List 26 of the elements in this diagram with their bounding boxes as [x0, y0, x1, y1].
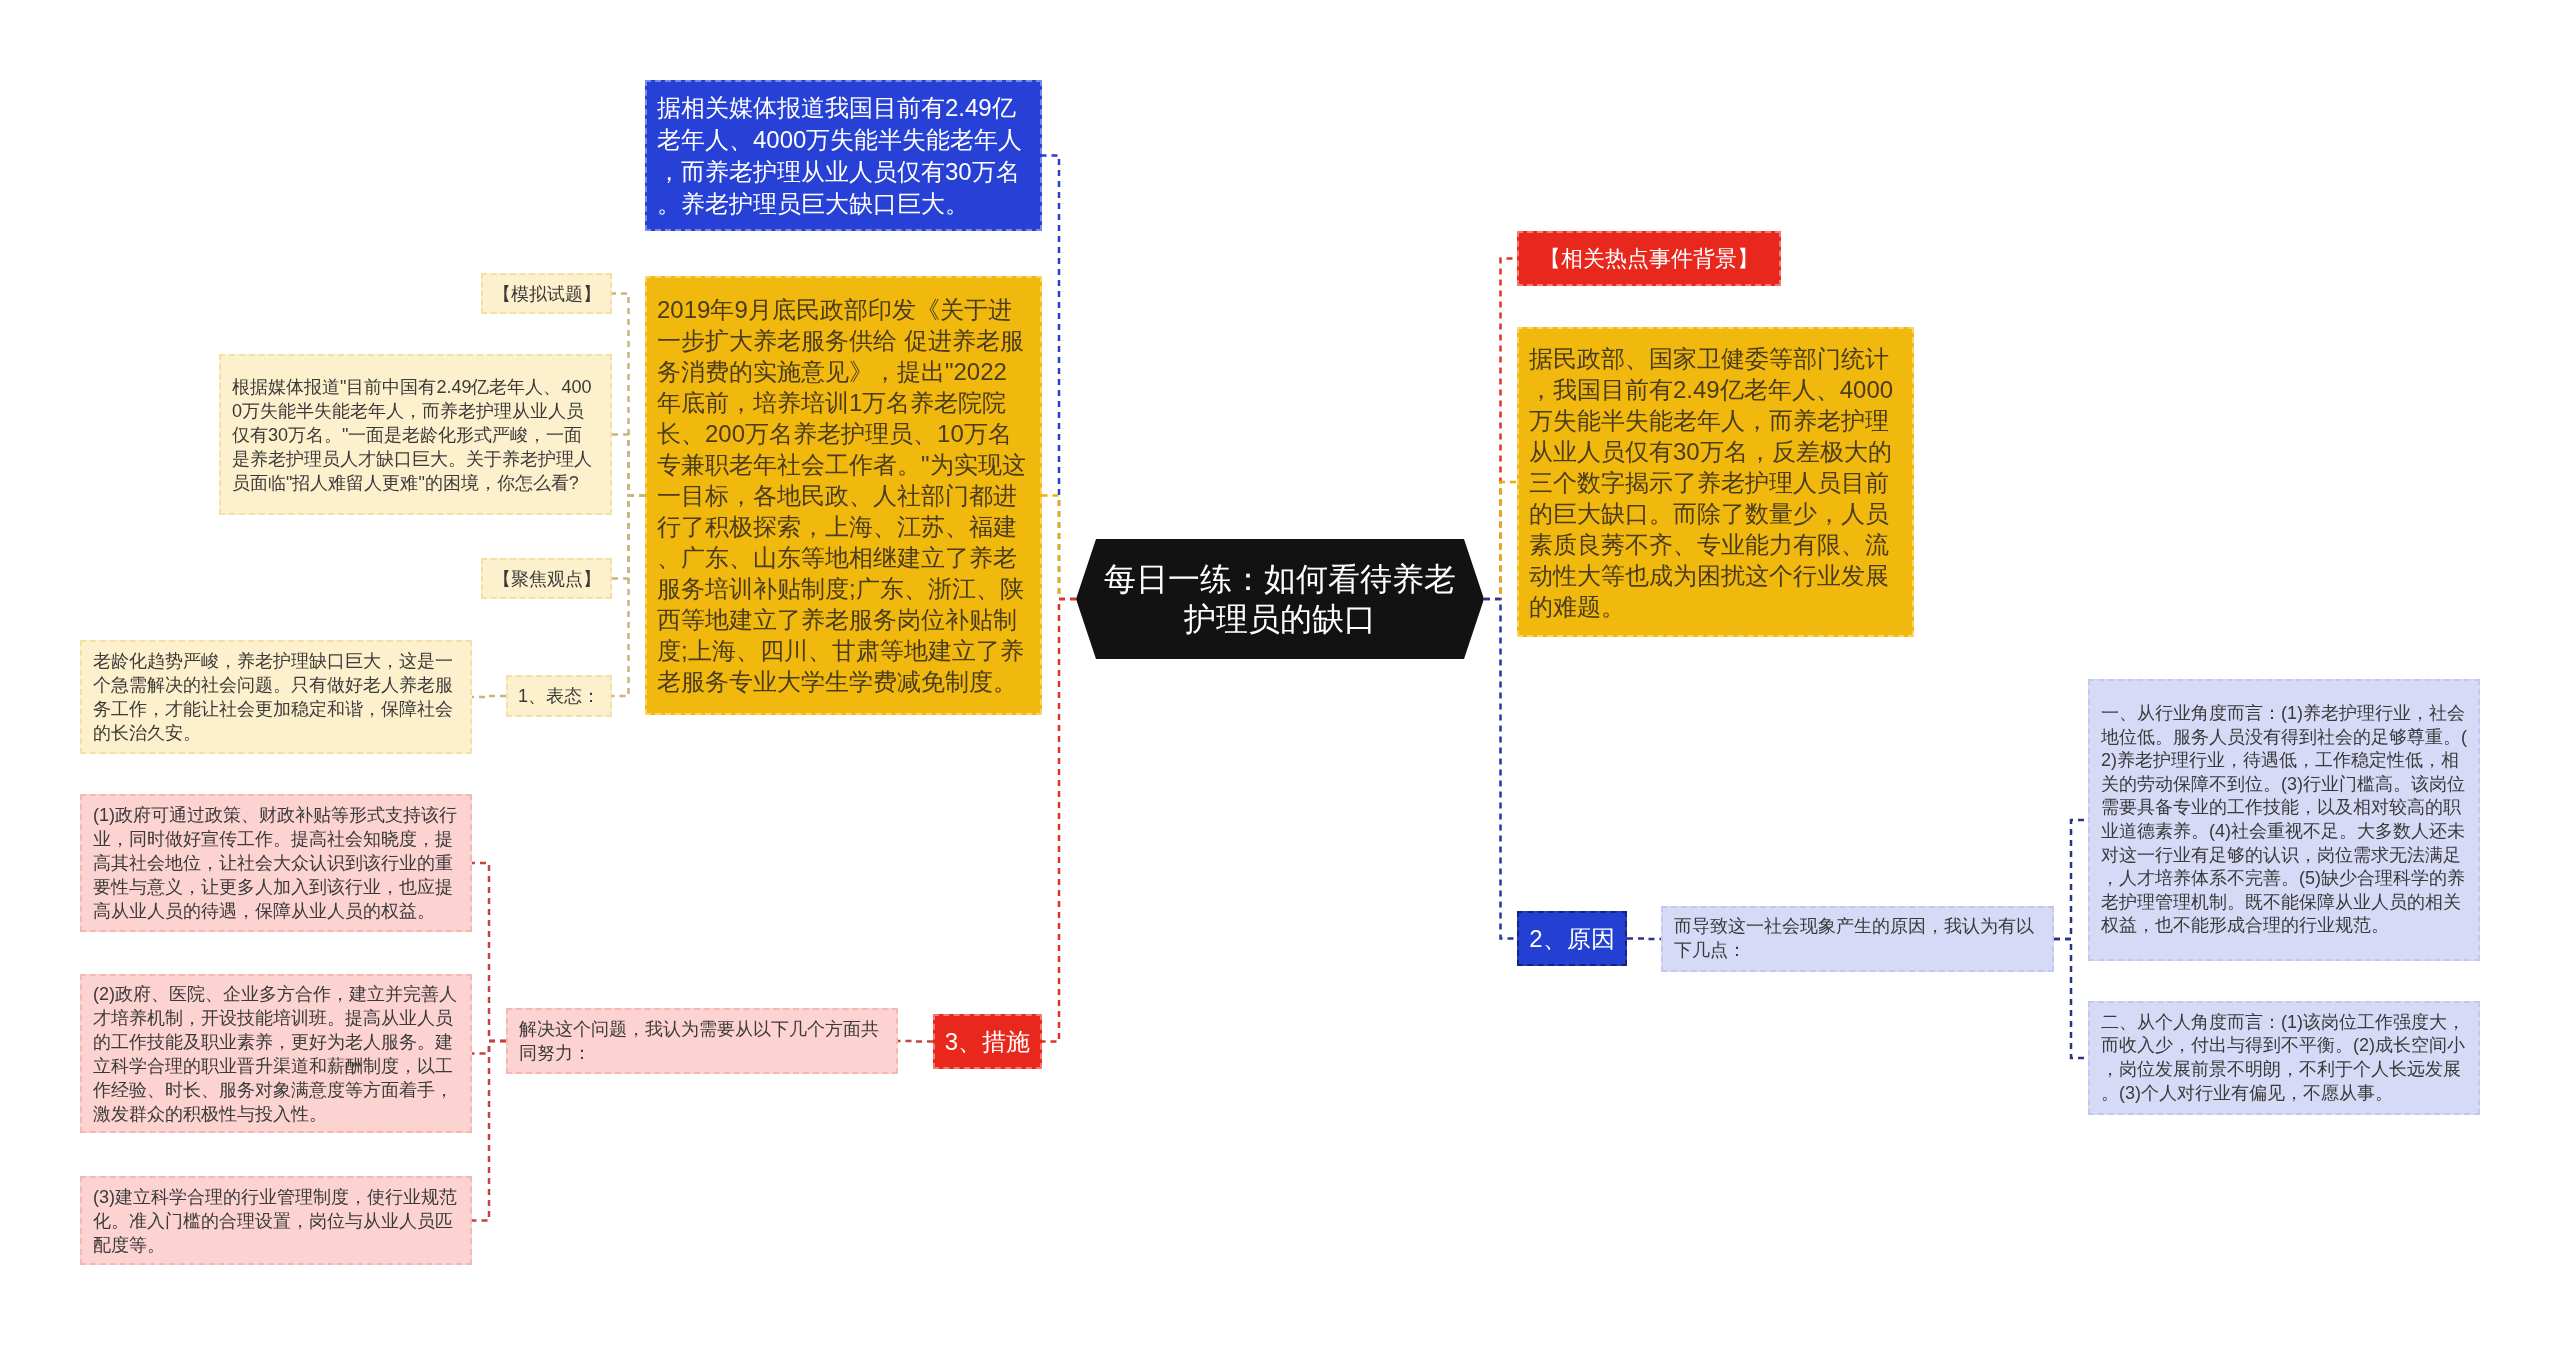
connector: [612, 494, 645, 698]
connector: [1484, 597, 1517, 940]
note-box: (2)政府、医院、企业多方合作，建立并完善人才培养机制，开设技能培训班。提高从业人员的工作技能及职业素养，更好为老人服务。建立科学合理的职业晋升渠道和薪酬制度，以工作经验、时长、服务对象满意度等方面着手，激发群众的积极性与投入性。: [80, 974, 472, 1133]
note-box: (3)建立科学合理的行业管理制度，使行业规范化。准入门槛的合理设置，岗位与从业人员匹配度等。: [80, 1176, 472, 1265]
branch-box: 3、措施: [933, 1014, 1042, 1069]
connector: [472, 694, 506, 699]
note-box: 1、表态：: [506, 675, 612, 717]
connector: [472, 1039, 506, 1222]
central-topic: 每日一练：如何看待养老护理员的缺口: [1076, 539, 1484, 659]
note-box: 一、从行业角度而言：(1)养老护理行业，社会地位低。服务人员没有得到社会的足够尊重。(2)养老护理行业，待遇低，工作稳定性低，相关的劳动保障不到位。(3)行业门槛高。该岗位需要具备专业的工作技能，以及相对较高的职业道德素养。(4)社会重视不足。大多数人还未对这一行业有足够的认识，岗位需求无法满足，人才培养体系不完善。(5)缺少合理科学的养老护理管理机制。既不能保障从业人员的相关权益，也不能形成合理的行业规范。: [2088, 679, 2480, 961]
note-box: 【聚焦观点】: [481, 558, 612, 599]
connector: [1627, 937, 1661, 941]
branch-box: 2、原因: [1517, 911, 1627, 966]
note-box: 二、从个人角度而言：(1)该岗位工作强度大，而收入少，付出与得到不平衡。(2)成长空间小，岗位发展前景不明朗，不利于个人长远发展。(3)个人对行业有偏见，不愿从事。: [2088, 1001, 2480, 1115]
branch-box: 据相关媒体报道我国目前有2.49亿老年人、4000万失能半失能老年人，而养老护理从业人员仅有30万名。养老护理员巨大缺口巨大。: [645, 80, 1042, 231]
note-box: 解决这个问题，我认为需要从以下几个方面共同努力：: [506, 1008, 898, 1074]
branch-box: 【相关热点事件背景】: [1517, 231, 1781, 286]
note-box: 【模拟试题】: [481, 273, 612, 314]
branch-box: 2019年9月底民政部印发《关于进一步扩大养老服务供给 促进养老服务消费的实施意见》，提出"2022年底前，培养培训1万名养老院院长、200万名养老护理员、10万名专兼职老年社会工作者。"为实现这一目标，各地民政、人社部门都进行了积极探索，上海、江苏、福建、广东、山东等地相继建立了养老服务培训补贴制度;广东、浙江、陕西等地建立了养老服务岗位补贴制度;上海、四川、甘肃等地建立了养老服务专业大学生学费减免制度。: [645, 276, 1042, 715]
note-box: 而导致这一社会现象产生的原因，我认为有以下几点：: [1661, 906, 2054, 972]
branch-box: 据民政部、国家卫健委等部门统计，我国目前有2.49亿老年人、4000万失能半失能老年人，而养老护理从业人员仅有30万名，反差极大的三个数字揭示了养老护理人员目前的巨大缺口。而除了数量少，人员素质良莠不齐、专业能力有限、流动性大等也成为困扰这个行业发展的难题。: [1517, 327, 1914, 637]
note-box: (1)政府可通过政策、财政补贴等形式支持该行业，同时做好宣传工作。提高社会知晓度，提高其社会地位，让社会大众认识到该行业的重要性与意义，让更多人加入到该行业，也应提高从业人员的待遇，保障从业人员的权益。: [80, 794, 472, 932]
connector: [898, 1039, 933, 1043]
note-box: 老龄化趋势严峻，养老护理缺口巨大，这是一个急需解决的社会问题。只有做好老人养老服务工作，才能让社会更加稳定和谐，保障社会的长治久安。: [80, 640, 472, 754]
connector: [1042, 597, 1076, 1043]
note-box: 根据媒体报道"目前中国有2.49亿老年人、4000万失能半失能老年人，而养老护理从业人员仅有30万名。"一面是老龄化形式严峻，一面是养老护理员人才缺口巨大。关于养老护理人员面临"招人难留人更难"的困境，你怎么看?: [219, 354, 612, 515]
